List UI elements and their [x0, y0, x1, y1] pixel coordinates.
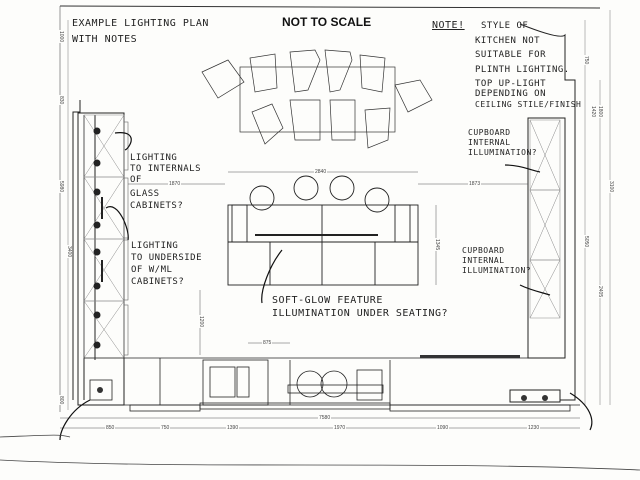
- dim-left-gap: 1870: [168, 181, 182, 187]
- glass-note-5: CABINETS?: [130, 201, 184, 211]
- dim-right-5: 3100: [608, 180, 614, 194]
- top-wall-line: [59, 5, 601, 9]
- dim-right-1: 750: [583, 55, 589, 66]
- note-label: NOTE!: [432, 20, 465, 31]
- glass-note-3: OF: [130, 175, 142, 185]
- dining-table: [201, 49, 433, 149]
- heading-note-line-1: EXAMPLE LIGHTING PLAN: [72, 18, 209, 29]
- top-note-line-6: DEPENDING ON: [475, 89, 547, 99]
- dim-right-3: 1800: [597, 105, 603, 119]
- dim-island-clear: 1200: [198, 315, 204, 329]
- wall-note-2: TO UNDERSIDE: [131, 253, 203, 263]
- dim-bottom-seg-1: 850: [105, 425, 116, 431]
- top-note-line-7: CEILING STILE/FINISH: [475, 100, 582, 109]
- cupboard-note-1-line-1: CUPBOARD: [468, 128, 511, 137]
- dim-sink-offset: 875: [262, 340, 273, 346]
- top-note-line-2: KITCHEN NOT: [475, 36, 541, 46]
- dim-island-width: 2840: [314, 169, 328, 175]
- bottom-counter: [84, 357, 580, 412]
- dim-right-6: 2405: [597, 285, 603, 299]
- wall-note-4: CABINETS?: [131, 277, 185, 287]
- dim-right-gap: 1873: [468, 181, 482, 187]
- glass-note-1: LIGHTING: [130, 153, 178, 163]
- dim-bottom-seg-3: 1390: [226, 425, 240, 431]
- dim-bottom-seg-2: 750: [160, 425, 171, 431]
- dim-island-depth: 1345: [434, 238, 440, 252]
- page-title: NOT TO SCALE: [282, 15, 372, 29]
- glass-cabinets: [83, 114, 125, 359]
- dim-left-3: 5980: [58, 180, 64, 194]
- top-note-line-3: SUITABLE FOR: [475, 50, 547, 60]
- cupboard-note-1-line-2: INTERNAL: [468, 138, 511, 147]
- glass-note-2: TO INTERNALS: [130, 164, 202, 174]
- cupboard-note-2-line-3: ILLUMINATION?: [462, 266, 532, 275]
- dim-right-4: 5050: [583, 235, 589, 249]
- dim-left-4: 3400: [66, 245, 72, 259]
- right-wall: [509, 23, 576, 403]
- seating-note-2: ILLUMINATION UNDER SEATING?: [272, 308, 449, 319]
- cupboard-note-2-line-1: CUPBOARD: [462, 246, 505, 255]
- top-note-line-4: PLINTH LIGHTING.: [475, 65, 570, 75]
- dim-bottom-seg-5: 1090: [436, 425, 450, 431]
- top-note-line-1: STYLE OF: [481, 21, 529, 31]
- dim-bottom-seg-6: 1230: [527, 425, 541, 431]
- downlight-icons: [93, 127, 103, 349]
- dim-left-2: 830: [58, 95, 64, 106]
- wall-note-1: LIGHTING: [131, 241, 179, 251]
- note-arrows: [59, 132, 593, 441]
- heading-note-line-2: WITH NOTES: [72, 34, 138, 45]
- cupboards-right: [529, 119, 561, 319]
- dim-bottom-seg-4: 1970: [333, 425, 347, 431]
- kitchen-island: [227, 175, 419, 286]
- dim-right-2: 1420: [590, 105, 596, 119]
- top-note-line-5: TOP UP-LIGHT: [475, 79, 547, 89]
- wall-note-3: OF W/ML: [131, 265, 173, 275]
- dim-left-1: 1000: [58, 30, 64, 44]
- dim-left-5: 800: [58, 395, 64, 406]
- cupboard-note-2-line-2: INTERNAL: [462, 256, 505, 265]
- dim-bottom-total: 7580: [318, 415, 332, 421]
- seating-note-1: SOFT-GLOW FEATURE: [272, 295, 383, 306]
- glass-note-4: GLASS: [130, 189, 160, 199]
- cupboard-note-1-line-3: ILLUMINATION?: [468, 148, 538, 157]
